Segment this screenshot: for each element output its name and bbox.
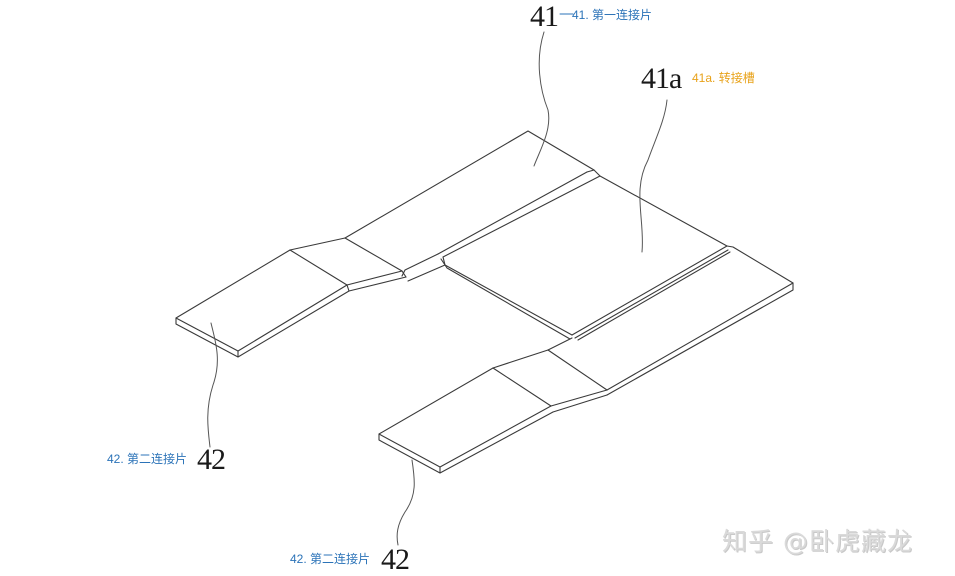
reference-numeral-41: 41 [530,0,559,33]
annotation-41-first-connecting-piece: 41. 第一连接片 [572,8,653,22]
zhihu-watermark: 知乎 @卧虎藏龙 [722,527,913,556]
lower-strip [378,245,794,474]
leader-lines [207,31,668,546]
groove-region [440,175,731,341]
reference-numeral-42-bottom: 42 [381,543,410,576]
annotation-42-second-connecting-piece-left: 42. 第二连接片 [107,452,188,466]
upper-strip [175,130,601,358]
annotation-42-second-connecting-piece-bottom: 42. 第二连接片 [290,552,371,566]
reference-numeral-41a: 41a [641,62,682,95]
reference-numeral-42-left: 42 [197,443,226,476]
annotation-41a-adapter-groove: 41a. 转接槽 [692,71,755,85]
